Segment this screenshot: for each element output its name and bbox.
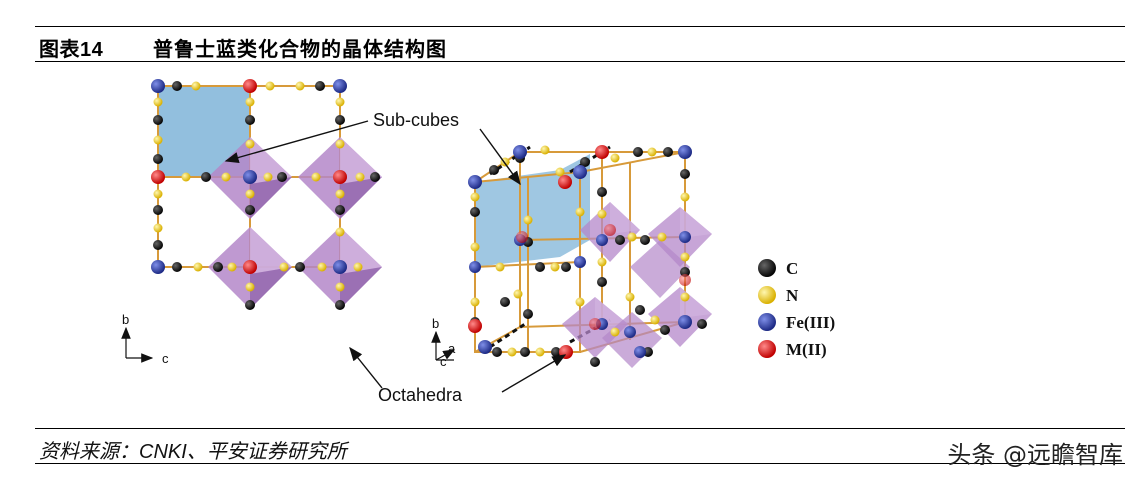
octahedron [602,312,662,368]
axis-label-a-3d: a [448,341,456,356]
figure-footer: 资料来源：CNKI、平安证券研究所 头条 @远瞻智库 [35,428,1125,469]
legend-label-c: C [786,259,798,278]
structure-2d: b c [121,79,382,366]
axis-label-c-3d: c [440,354,447,369]
legend-swatch-n [758,286,776,304]
legend-swatch-m [758,340,776,358]
axis-indicator-3d: b a c [431,316,456,369]
source-note: 资料来源：CNKI、平安证券研究所 [39,441,347,463]
legend-item-c: C [758,259,798,278]
atoms-m [151,79,347,274]
octahedra-2d [208,137,382,309]
atoms-n [153,81,365,292]
legend: C N Fe(III) M(II) [758,259,835,359]
crystal-structure-figure: b c [121,79,835,405]
axis-label-b: b [122,312,129,327]
octahedron [630,240,690,298]
figure-header: 图表14 普鲁士蓝类化合物的晶体结构图 [35,26,1125,62]
annotation-arrows [224,120,567,393]
legend-item-n: N [758,286,799,305]
legend-label-m: M(II) [786,340,827,359]
structure-3d: b a c [431,145,712,369]
legend-label-n: N [786,286,799,305]
legend-label-fe: Fe(III) [786,313,835,332]
axis-label-c: c [162,351,169,366]
axis-indicator-2d: b c [121,312,169,366]
legend-item-fe: Fe(III) [758,313,835,332]
atoms-fe [151,79,347,274]
figure-title: 普鲁士蓝类化合物的晶体结构图 [153,39,447,61]
atoms-n-3d [470,145,690,357]
legend-swatch-fe [758,313,776,331]
label-octahedra: Octahedra [378,385,463,405]
figure-label: 图表14 [39,39,104,61]
atoms-c [153,81,380,310]
label-subcubes: Sub-cubes [373,110,459,130]
legend-swatch-c [758,259,776,277]
legend-item-m: M(II) [758,340,827,359]
axis-label-b-3d: b [432,316,439,331]
octahedra-3d [562,202,712,368]
watermark: 头条 @远瞻智库 [947,441,1123,469]
